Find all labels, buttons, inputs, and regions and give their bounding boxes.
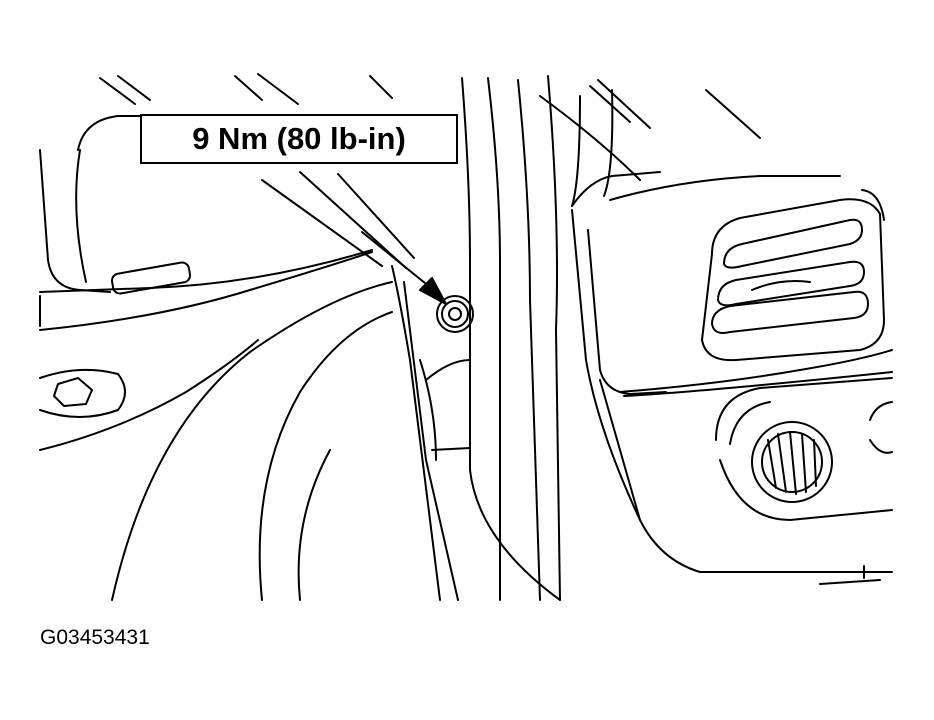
door-lock-bezel xyxy=(39,339,259,451)
windshield-hatch-lines xyxy=(99,73,761,139)
figure-id: G03453431 xyxy=(40,626,150,649)
knob-icon xyxy=(715,377,893,521)
door-handle-slot xyxy=(110,261,192,295)
door-trim-panel xyxy=(39,115,373,331)
a-pillar xyxy=(391,75,641,601)
torque-callout-label: 9 Nm (80 lb-in) xyxy=(140,114,458,164)
callout-leader-arrow xyxy=(361,231,447,305)
instrument-panel xyxy=(571,171,893,585)
air-vent-icon xyxy=(701,189,885,362)
steering-column xyxy=(111,171,415,601)
bolt-icon xyxy=(436,295,474,333)
